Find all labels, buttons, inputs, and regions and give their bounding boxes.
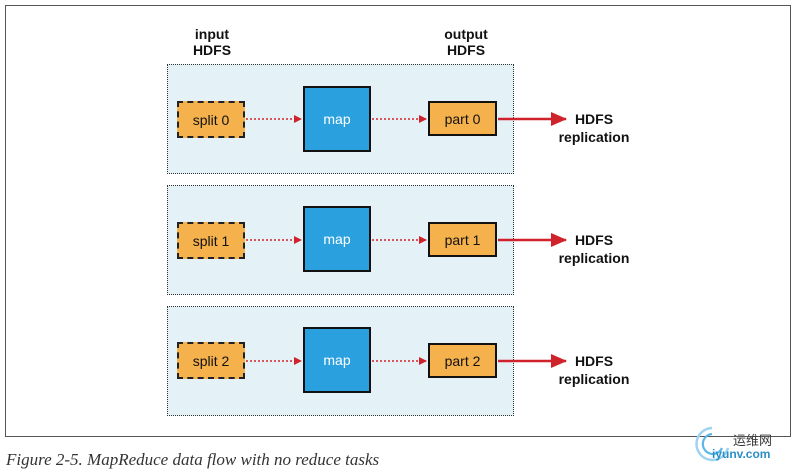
hdfs-replication-0: HDFS replication (548, 110, 640, 146)
part-0-box: part 0 (428, 101, 497, 136)
input-hdfs-label: input HDFS (172, 26, 252, 58)
hdfs-replication-2: HDFS replication (548, 352, 640, 388)
part-2-box: part 2 (428, 343, 497, 378)
watermark-url: iyunv.com (712, 447, 771, 461)
hdfs-replication-0-line2: replication (558, 129, 630, 145)
hdfs-replication-1-line2: replication (558, 250, 630, 266)
hdfs-replication-1: HDFS replication (548, 231, 640, 267)
figure-caption: Figure 2-5. MapReduce data flow with no … (6, 450, 380, 469)
part-1-box: part 1 (428, 222, 497, 257)
map-2-box: map (303, 327, 371, 393)
split-2-box: split 2 (177, 342, 245, 379)
watermark-logo-icon (695, 426, 730, 462)
split-0-box: split 0 (177, 101, 245, 138)
output-label-line2: HDFS (446, 42, 486, 58)
hdfs-replication-2-line1: HDFS (574, 353, 614, 369)
input-label-line1: input (194, 26, 230, 42)
watermark-text: 运维网 (733, 433, 773, 448)
output-hdfs-label: output HDFS (426, 26, 506, 58)
map-0-box: map (303, 86, 371, 152)
hdfs-replication-1-line1: HDFS (574, 232, 614, 248)
hdfs-replication-2-line2: replication (558, 371, 630, 387)
split-1-box: split 1 (177, 222, 245, 259)
output-label-line1: output (444, 26, 488, 42)
input-label-line2: HDFS (192, 42, 232, 58)
map-1-box: map (303, 206, 371, 272)
hdfs-replication-0-line1: HDFS (574, 111, 614, 127)
